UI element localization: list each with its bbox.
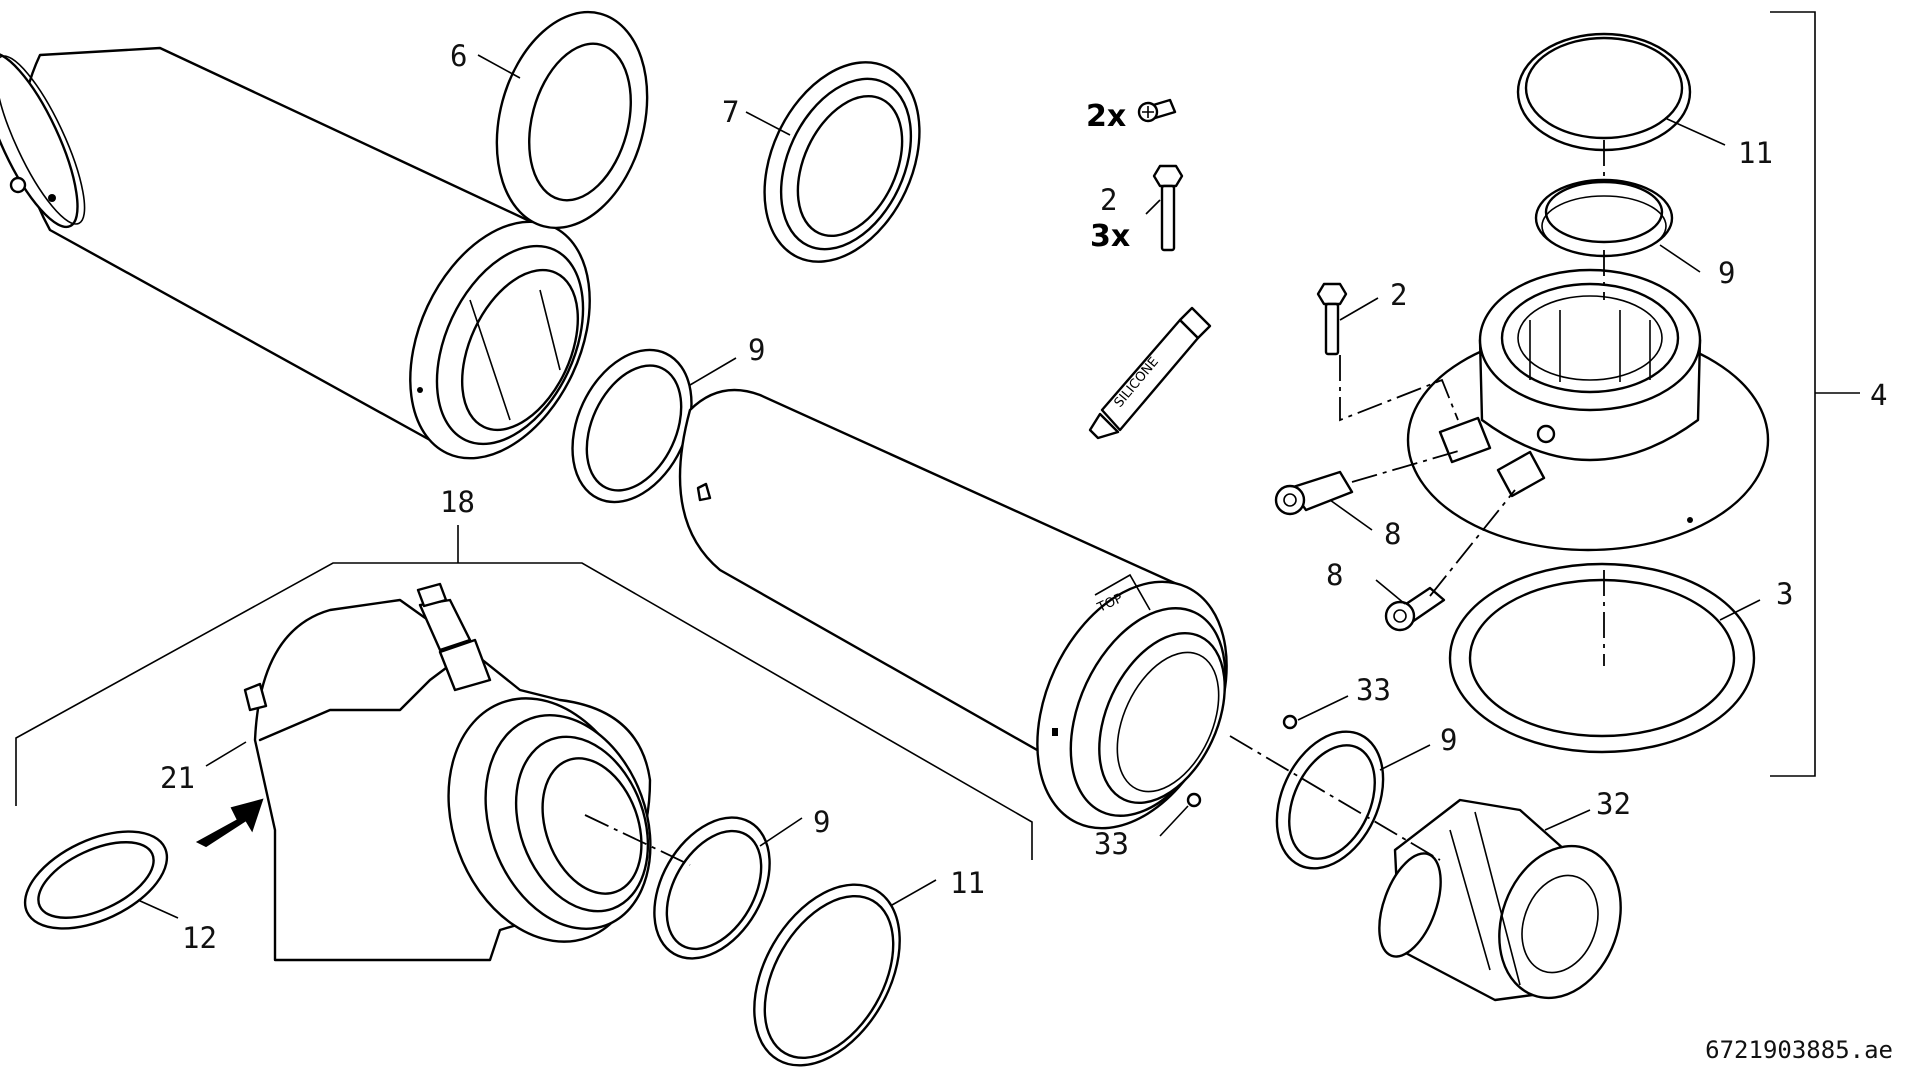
callout-2-top: 2 xyxy=(1100,183,1117,217)
callout-9-middle: 9 xyxy=(1440,723,1457,757)
wall-rosette-7 xyxy=(763,61,921,263)
callout-11-top: 11 xyxy=(1738,136,1773,170)
axis-nipples xyxy=(1339,355,1516,597)
callout-12: 12 xyxy=(182,921,217,955)
boiler-adapter-32 xyxy=(1378,798,1622,1002)
quantity-3x: 3x xyxy=(1090,219,1130,254)
axis-elbow xyxy=(584,814,691,866)
callout-11-lower: 11 xyxy=(950,866,985,900)
bolt-2-collar xyxy=(1316,282,1348,356)
seal-ring-9-upper xyxy=(571,348,693,504)
callout-3: 3 xyxy=(1776,577,1793,611)
callout-8-upper: 8 xyxy=(1384,517,1401,551)
seal-oval-12 xyxy=(23,830,169,930)
seal-ring-11-lower xyxy=(753,883,901,1067)
seal-ring-9-middle xyxy=(1275,730,1385,870)
collar-fittings xyxy=(1438,416,1546,498)
arrow-insert-direction xyxy=(195,798,264,848)
leader-lines xyxy=(137,54,1761,919)
seal-ring-11-top xyxy=(1516,32,1692,152)
roof-collar-base xyxy=(1406,268,1770,552)
flat-seal-ring-3 xyxy=(1448,562,1756,754)
test-nipple-8-upper xyxy=(1274,470,1354,516)
seal-ring-9-lower xyxy=(653,816,771,960)
seal-ring-9-top xyxy=(1534,178,1674,258)
callout-9-top: 9 xyxy=(1718,256,1735,290)
callout-4: 4 xyxy=(1870,378,1887,412)
screw-33-lower xyxy=(1186,792,1202,808)
callout-6: 6 xyxy=(450,39,467,73)
test-nipple-8-lower xyxy=(1384,586,1446,632)
axis-middle xyxy=(1229,735,1441,861)
pipe-middle: TOP xyxy=(678,388,1228,830)
callout-33-lower: 33 xyxy=(1094,827,1129,861)
wall-rosette-6 xyxy=(495,10,649,230)
quantity-2x: 2x xyxy=(1086,99,1126,134)
callout-32: 32 xyxy=(1596,787,1631,821)
callout-33-upper: 33 xyxy=(1356,673,1391,707)
callout-9-upper: 9 xyxy=(748,333,765,367)
callout-7: 7 xyxy=(722,95,739,129)
silicone-tube: SILICONE xyxy=(1088,306,1212,440)
callout-2-collar: 2 xyxy=(1390,278,1407,312)
pipe-upper-left xyxy=(0,46,591,460)
callout-21: 21 xyxy=(160,761,195,795)
document-id: 6721903885.ae xyxy=(1705,1036,1893,1064)
callout-18: 18 xyxy=(440,485,475,519)
bracket-group-4 xyxy=(1770,11,1860,777)
screw-33-upper xyxy=(1282,714,1298,730)
bracket-group-18 xyxy=(15,525,1033,860)
screw-small-top xyxy=(1137,98,1177,123)
bolt-2-top xyxy=(1152,164,1184,252)
callout-9-lower: 9 xyxy=(813,805,830,839)
elbow-bend xyxy=(243,582,652,962)
callout-8-lower: 8 xyxy=(1326,558,1343,592)
